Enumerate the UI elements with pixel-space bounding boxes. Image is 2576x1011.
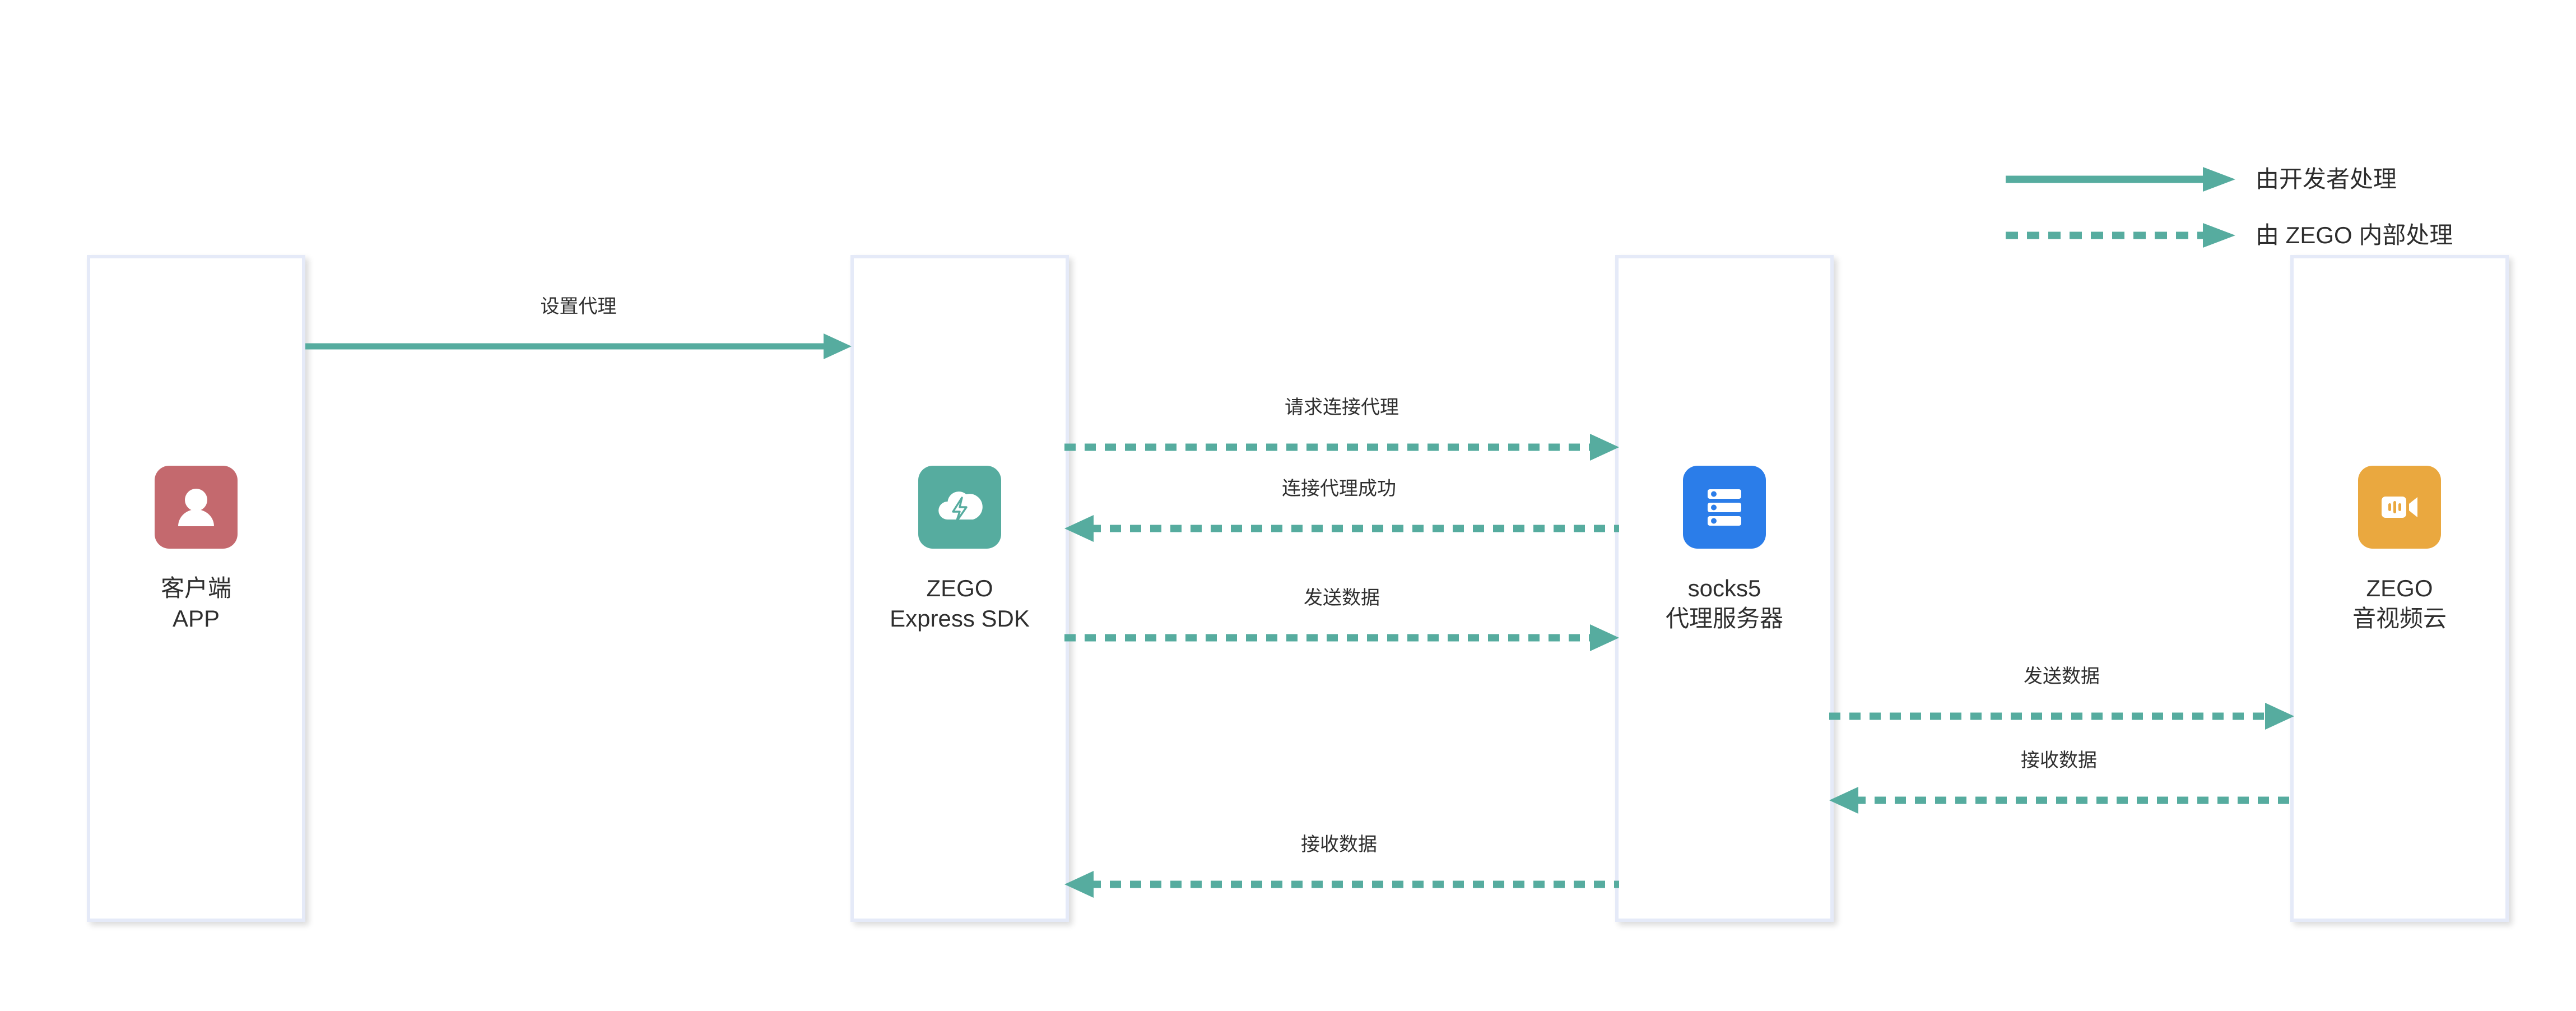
- connection-proxy-connected-label: 连接代理成功: [1282, 478, 1396, 499]
- server-icon: [1683, 466, 1766, 549]
- connection-request-connect-proxy: 请求连接代理: [1064, 398, 1619, 465]
- node-zego-express-sdk[interactable]: ZEGO Express SDK: [850, 255, 1069, 922]
- connection-set-proxy: 设置代理: [305, 297, 852, 364]
- connection-request-connect-proxy-label: 请求连接代理: [1285, 397, 1399, 418]
- user-icon: [155, 466, 238, 549]
- solid-arrow-icon: [2006, 163, 2241, 196]
- node-client-app-content: 客户端 APP: [90, 466, 302, 634]
- connection-send-data-proxy-cloud-arrow: [1829, 699, 2294, 733]
- connection-send-data-sdk-proxy-label: 发送数据: [1304, 587, 1380, 609]
- node-client-app[interactable]: 客户端 APP: [87, 255, 305, 922]
- node-client-app-label: 客户端 APP: [160, 575, 231, 632]
- connection-send-data-proxy-cloud-label: 发送数据: [2024, 666, 2100, 687]
- connection-send-data-sdk-proxy-arrow: [1064, 621, 1619, 655]
- connection-request-connect-proxy-arrow: [1064, 430, 1619, 464]
- video-camera-icon: [2358, 466, 2441, 549]
- legend-item-developer: 由开发者处理: [2006, 163, 2397, 196]
- connection-receive-data-cloud-proxy-arrow: [1824, 783, 2294, 817]
- connection-receive-data-proxy-sdk-label: 接收数据: [1301, 834, 1377, 855]
- connection-receive-data-cloud-proxy-label: 接收数据: [2021, 750, 2097, 771]
- node-zego-express-sdk-label: ZEGO Express SDK: [890, 575, 1030, 632]
- connection-set-proxy-arrow: [305, 330, 852, 363]
- connection-send-data-sdk-proxy: 发送数据: [1064, 588, 1619, 656]
- legend: 由开发者处理 由 ZEGO 内部处理: [2006, 84, 2510, 248]
- node-zego-av-cloud[interactable]: ZEGO 音视频云: [2290, 255, 2509, 922]
- node-socks5-proxy-server[interactable]: socks5 代理服务器: [1615, 255, 1834, 922]
- legend-label-zego-internal: 由 ZEGO 内部处理: [2256, 222, 2453, 248]
- connection-send-data-proxy-cloud: 发送数据: [1829, 667, 2294, 734]
- legend-label-developer: 由开发者处理: [2256, 166, 2397, 192]
- legend-item-zego-internal: 由 ZEGO 内部处理: [2006, 219, 2453, 252]
- connection-receive-data-proxy-sdk: 接收数据: [1059, 835, 1619, 902]
- cloud-bolt-icon: [918, 466, 1001, 549]
- connection-proxy-connected: 连接代理成功: [1059, 479, 1619, 546]
- dashed-arrow-icon: [2006, 219, 2241, 252]
- connection-receive-data-proxy-sdk-arrow: [1059, 868, 1619, 901]
- node-zego-av-cloud-label: ZEGO 音视频云: [2352, 575, 2447, 632]
- connection-receive-data-cloud-proxy: 接收数据: [1824, 751, 2294, 818]
- node-socks5-proxy-server-label: socks5 代理服务器: [1665, 575, 1783, 632]
- node-zego-express-sdk-content: ZEGO Express SDK: [854, 466, 1066, 634]
- node-zego-av-cloud-content: ZEGO 音视频云: [2294, 466, 2505, 634]
- connection-set-proxy-label: 设置代理: [540, 296, 617, 317]
- connection-proxy-connected-arrow: [1059, 512, 1619, 545]
- node-socks5-proxy-server-content: socks5 代理服务器: [1619, 466, 1830, 634]
